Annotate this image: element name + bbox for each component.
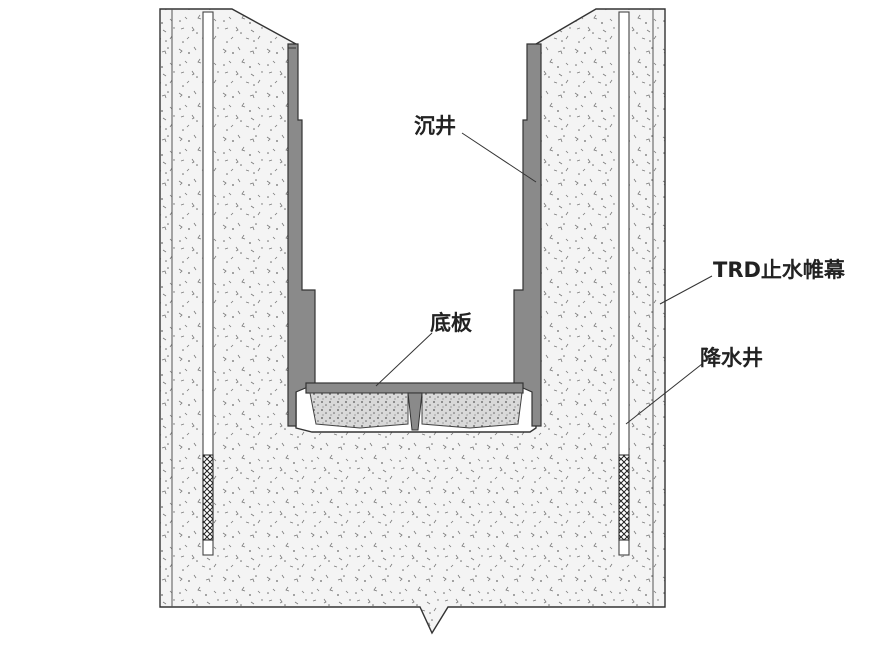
caisson-leader [461,132,537,183]
trd-curtain-body [159,8,666,635]
dewatering-well-left [202,11,214,556]
caisson-label: 沉井 [414,114,456,138]
bottom-slab [305,382,524,431]
dewatering-well-right [618,11,630,556]
trd-leader [659,275,713,305]
bottom-slab-label: 底板 [430,311,472,335]
trd-curtain-label: TRD止水帷幕 [713,258,845,282]
caisson-right-wall [513,43,542,427]
dewatering-well-label: 降水井 [700,346,763,370]
well-leader [625,363,703,425]
slab-leader [375,332,433,387]
caisson-left-wall [287,43,316,427]
